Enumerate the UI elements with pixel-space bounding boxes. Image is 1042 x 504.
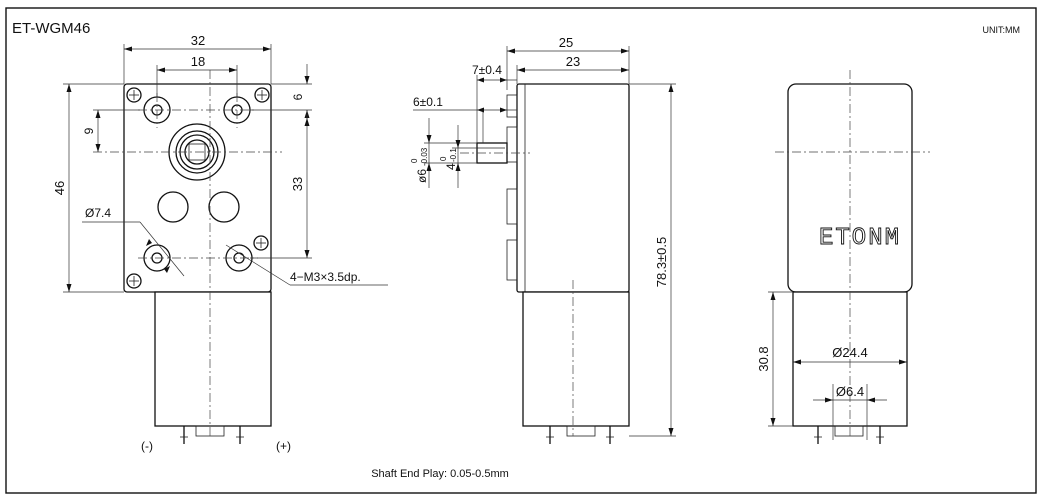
dim-hole-spacing-x-label: 18 bbox=[191, 54, 205, 69]
dim-total-length-label: 78.3±0.5 bbox=[654, 237, 669, 288]
dim-mount-holes-label: 4−M3×3.5dp. bbox=[290, 270, 361, 284]
shaft-end-play-note: Shaft End Play: 0.05-0.5mm bbox=[371, 468, 509, 480]
dim-motor-length-label: 30.8 bbox=[756, 346, 771, 371]
corner-screw-icon bbox=[253, 235, 269, 251]
terminal-negative-label: (-) bbox=[141, 439, 153, 453]
dim-body-label: 23 bbox=[566, 54, 580, 69]
side-view: 25 23 7±0.4 6±0.1 ø6 0 -0.03 4 0 bbox=[410, 35, 676, 444]
dim-width-label: 32 bbox=[191, 33, 205, 48]
gear-pocket bbox=[208, 191, 240, 223]
terminal-positive-label: (+) bbox=[276, 439, 291, 453]
brand-mark: ETONM bbox=[819, 225, 901, 252]
front-motor-can bbox=[154, 291, 272, 427]
svg-text:-0.1: -0.1 bbox=[449, 148, 458, 162]
dim-motor-dia-label: Ø24.4 bbox=[832, 345, 867, 360]
dim-height-label: 46 bbox=[52, 181, 67, 195]
dim-flat-dia-text: 4 0 -0.1 bbox=[439, 148, 458, 170]
dim-flat-length-label: 6±0.1 bbox=[413, 95, 443, 109]
svg-text:-0.03: -0.03 bbox=[420, 147, 429, 166]
corner-screw-icon bbox=[254, 87, 270, 103]
dim-boss-label: Ø7.4 bbox=[85, 206, 111, 220]
svg-text:0: 0 bbox=[439, 156, 448, 161]
dim-shaft-length-label: 7±0.4 bbox=[472, 63, 502, 77]
side-motor-can bbox=[522, 291, 630, 427]
front-view: (-) (+) bbox=[52, 33, 388, 453]
svg-text:4: 4 bbox=[444, 163, 458, 170]
model-title: ET-WGM46 bbox=[12, 20, 90, 37]
svg-text:ø6: ø6 bbox=[415, 169, 429, 183]
side-gearbox-body bbox=[516, 83, 630, 293]
dim-top-offset-label: 6 bbox=[291, 93, 305, 100]
unit-label: UNIT:MM bbox=[983, 25, 1021, 35]
dim-depth-label: 25 bbox=[559, 35, 573, 50]
dim-hole-spacing-y-label: 33 bbox=[290, 177, 305, 191]
svg-text:0: 0 bbox=[410, 158, 419, 163]
corner-screw-icon bbox=[126, 273, 142, 289]
dim-shaft-offset-label: 9 bbox=[82, 127, 96, 134]
gear-pocket bbox=[157, 191, 189, 223]
dim-boss-dia-label: Ø6.4 bbox=[836, 384, 864, 399]
corner-screw-icon bbox=[126, 87, 142, 103]
dim-shaft-dia-text: ø6 0 -0.03 bbox=[410, 147, 429, 183]
right-view: ETONM 30.8 Ø24.4 Ø6.4 bbox=[756, 70, 930, 444]
